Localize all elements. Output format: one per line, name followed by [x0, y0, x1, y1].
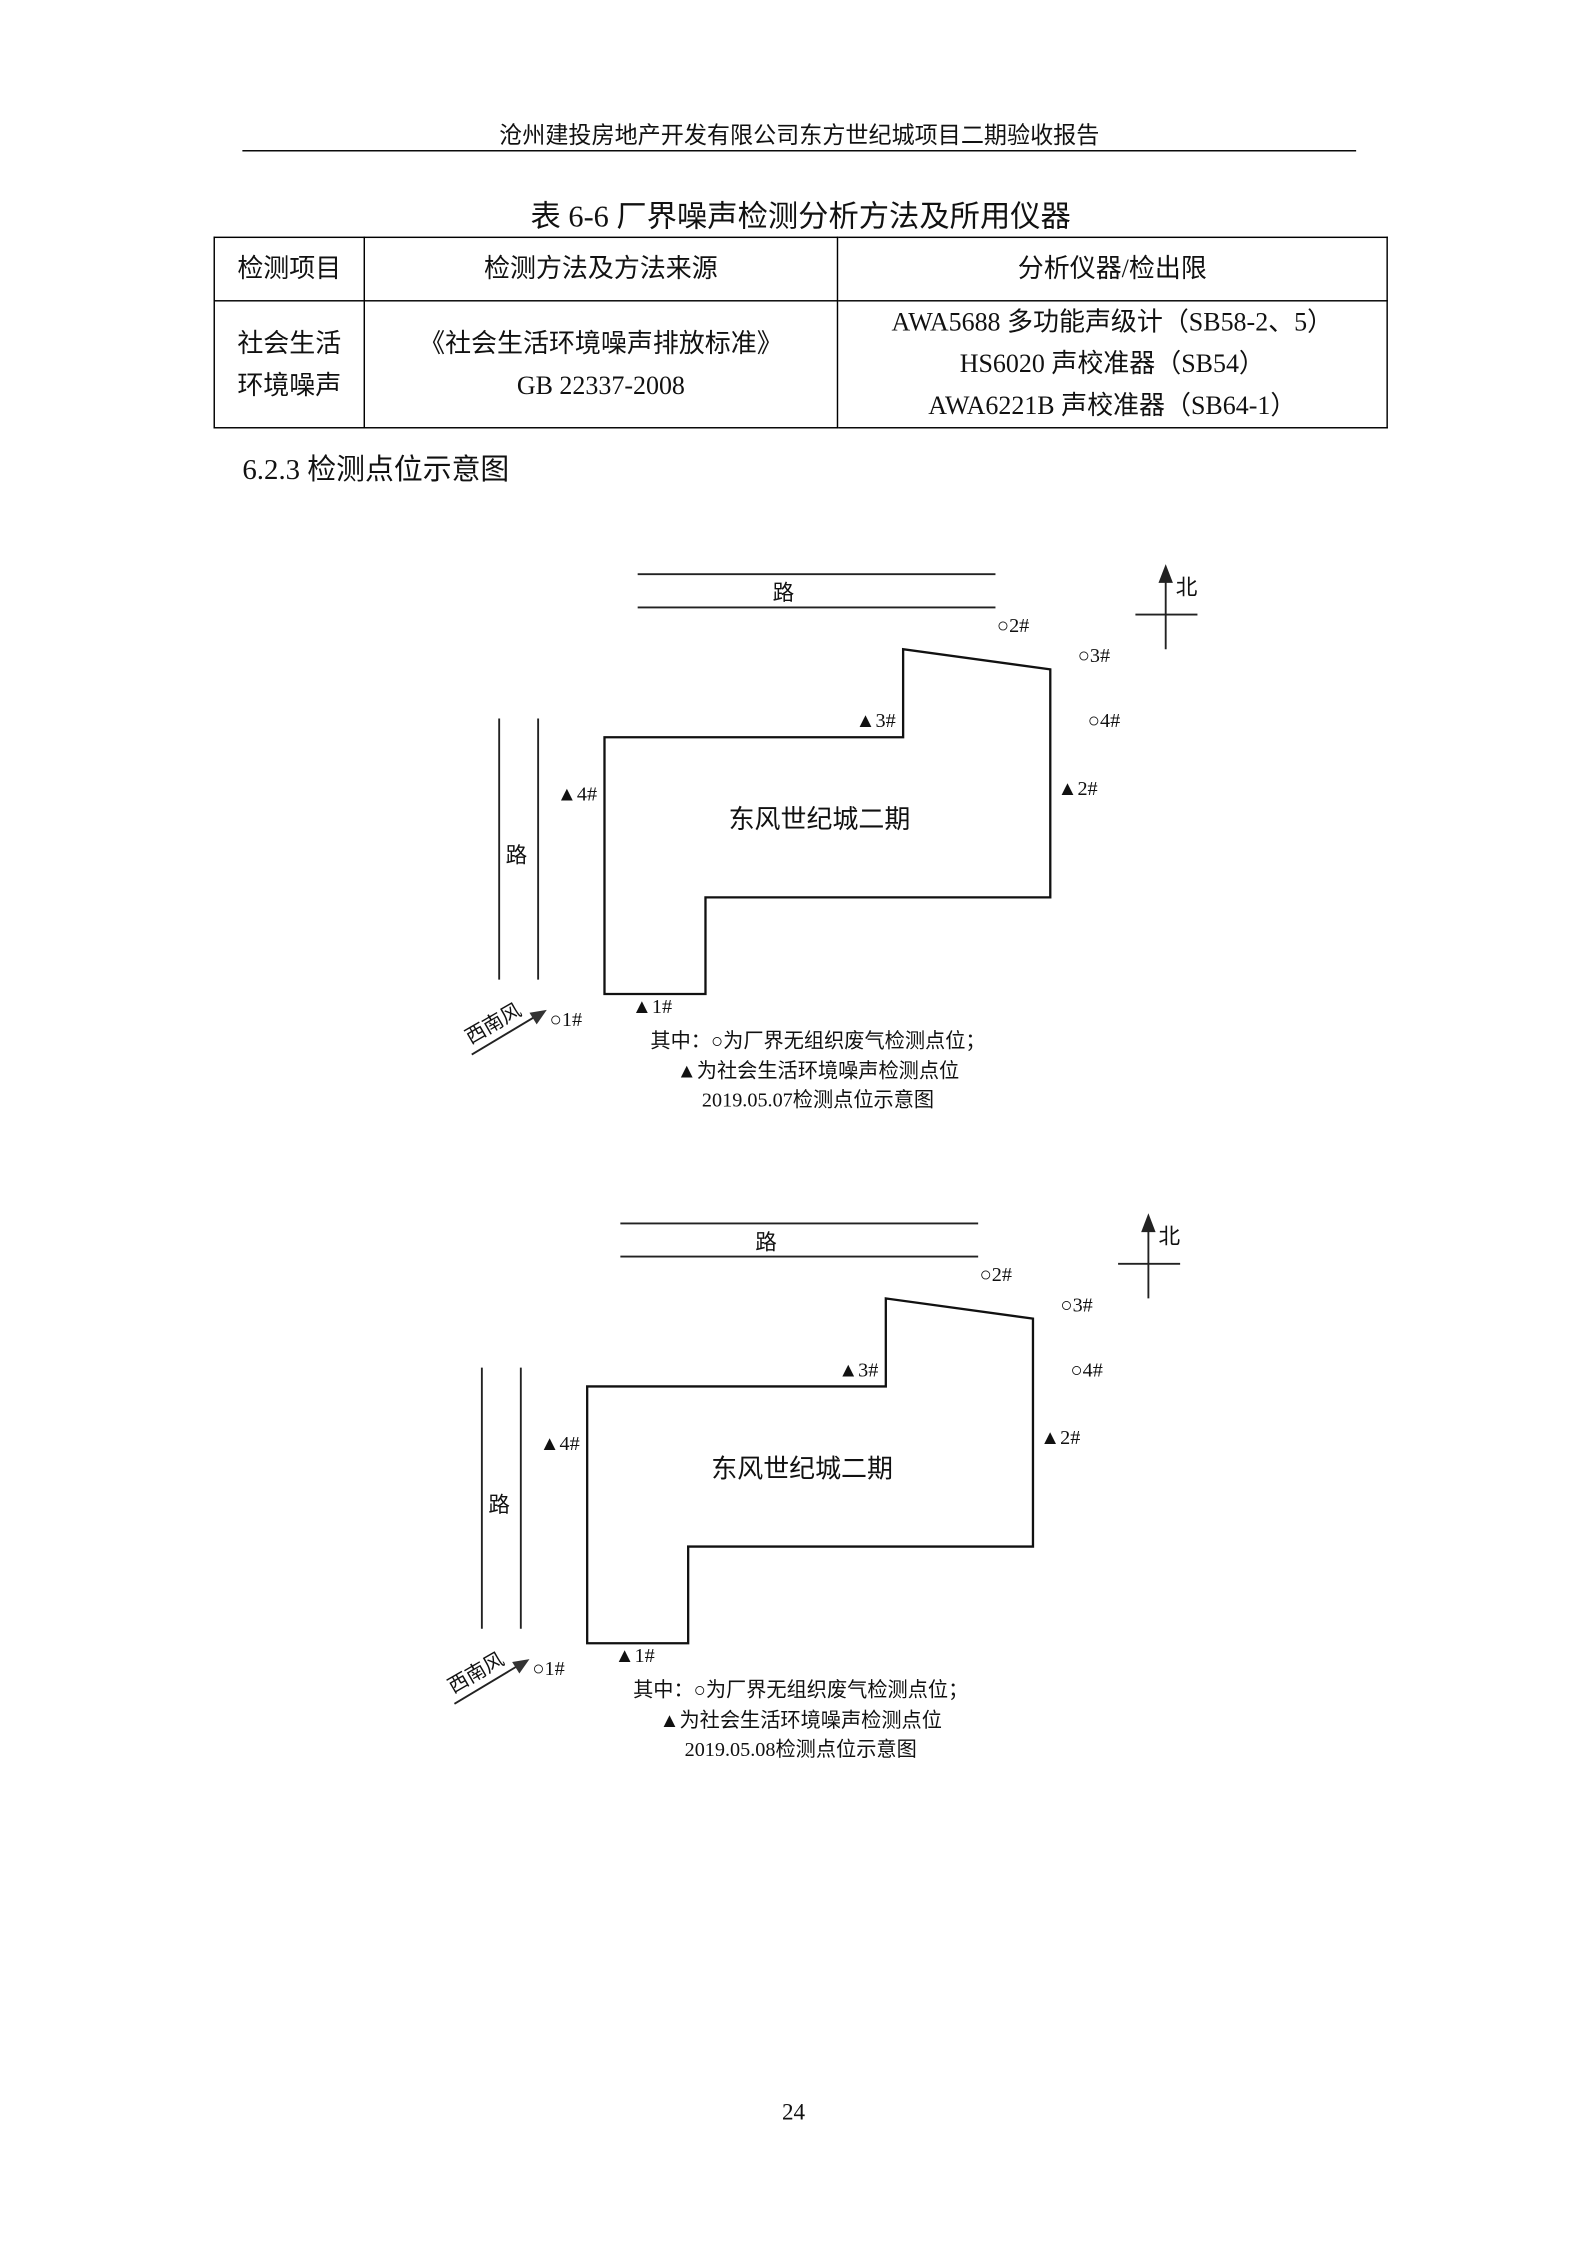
- wind-arrow-icon: [512, 1659, 530, 1674]
- gas-point-1: ○1#: [550, 1009, 582, 1031]
- gas-point-1: ○1#: [532, 1658, 564, 1680]
- road-label-left: 路: [506, 844, 528, 868]
- header-cell: 检测项目: [213, 236, 366, 302]
- site-boundary: [603, 647, 1052, 996]
- gas-point-4: ○4#: [1070, 1359, 1102, 1381]
- site-name: 东风世纪城二期: [729, 805, 911, 834]
- section-heading: 6.2.3 检测点位示意图: [242, 454, 510, 487]
- diagram-caption: 2019.05.07检测点位示意图: [702, 1089, 934, 1112]
- cell-line: 环境噪声: [237, 370, 342, 399]
- gas-point-4: ○4#: [1088, 710, 1120, 732]
- legend-line: ▲为社会生活环境噪声检测点位: [677, 1060, 959, 1083]
- table-header-row: 检测项目 检测方法及方法来源 分析仪器/检出限: [213, 236, 1388, 302]
- cell-line: AWA5688 多功能声级计（SB58-2、5）: [891, 307, 1334, 337]
- site-boundary: [586, 1297, 1035, 1645]
- wind-arrow-shaft: [453, 1664, 520, 1705]
- item-cell: 社会生活环境噪声: [213, 300, 366, 429]
- table-row: 社会生活环境噪声 《社会生活环境噪声排放标准》 GB 22337-2008 AWA…: [213, 300, 1388, 429]
- site-name: 东风世纪城二期: [711, 1454, 893, 1483]
- north-label: 北: [1176, 575, 1198, 599]
- cell-line: HS6020 声校准器（SB54）: [959, 349, 1265, 378]
- table-title: 表 6-6 厂界噪声检测分析方法及所用仪器: [530, 199, 1071, 234]
- noise-point-2: ▲2#: [1040, 1427, 1080, 1449]
- noise-point-3: ▲3#: [838, 1359, 878, 1381]
- cell-line: AWA6221B 声校准器（SB64-1）: [928, 390, 1297, 420]
- gas-point-3: ○3#: [1060, 1294, 1092, 1316]
- cell-line: GB 22337-2008: [516, 370, 685, 399]
- legend-line: 其中：○为厂界无组织废气检测点位；: [650, 1029, 985, 1052]
- cell-line: 《社会生活环境噪声排放标准》: [419, 328, 783, 358]
- site-map-diagram: 路路东风世纪城二期北○1#○2#○3#○4#▲1#▲2#▲3#▲4#西南风其中：…: [444, 1213, 1180, 1761]
- site-map-diagram: 路路东风世纪城二期北○1#○2#○3#○4#▲1#▲2#▲3#▲4#西南风其中：…: [461, 564, 1198, 1112]
- gas-point-2: ○2#: [980, 1264, 1012, 1286]
- diagram-caption: 2019.05.08检测点位示意图: [685, 1738, 917, 1761]
- legend-line: ▲为社会生活环境噪声检测点位: [659, 1709, 941, 1732]
- method-cell: 《社会生活环境噪声排放标准》 GB 22337-2008: [363, 300, 839, 429]
- noise-point-2: ▲2#: [1057, 778, 1097, 800]
- gas-point-3: ○3#: [1078, 645, 1110, 667]
- page-number: 24: [781, 2100, 806, 2126]
- road-label-left: 路: [488, 1493, 510, 1517]
- header-rule: [242, 150, 1357, 152]
- method-table: 检测项目 检测方法及方法来源 分析仪器/检出限 社会生活环境噪声 《社会生活环境…: [213, 236, 1388, 429]
- road-label-top: 路: [755, 1230, 777, 1254]
- noise-point-4: ▲4#: [557, 784, 597, 806]
- header-cell: 检测方法及方法来源: [363, 236, 839, 302]
- north-arrow-icon: [1141, 1213, 1156, 1233]
- gas-point-2: ○2#: [997, 615, 1029, 637]
- wind-arrow-shaft: [471, 1014, 538, 1056]
- running-header: 沧州建投房地产开发有限公司东方世纪城项目二期验收报告: [499, 124, 1100, 149]
- north-arrow-icon: [1158, 564, 1173, 583]
- legend-line: 其中：○为厂界无组织废气检测点位；: [633, 1679, 968, 1702]
- noise-point-3: ▲3#: [856, 710, 896, 732]
- north-label: 北: [1158, 1225, 1180, 1249]
- cell-line: 社会生活: [237, 328, 342, 358]
- instrument-cell: AWA5688 多功能声级计（SB58-2、5） HS6020 声校准器（SB54…: [836, 300, 1388, 429]
- noise-point-1: ▲1#: [615, 1645, 655, 1667]
- noise-point-4: ▲4#: [540, 1433, 580, 1455]
- wind-arrow-icon: [529, 1009, 547, 1025]
- road-label-top: 路: [773, 581, 795, 605]
- noise-point-1: ▲1#: [632, 996, 672, 1018]
